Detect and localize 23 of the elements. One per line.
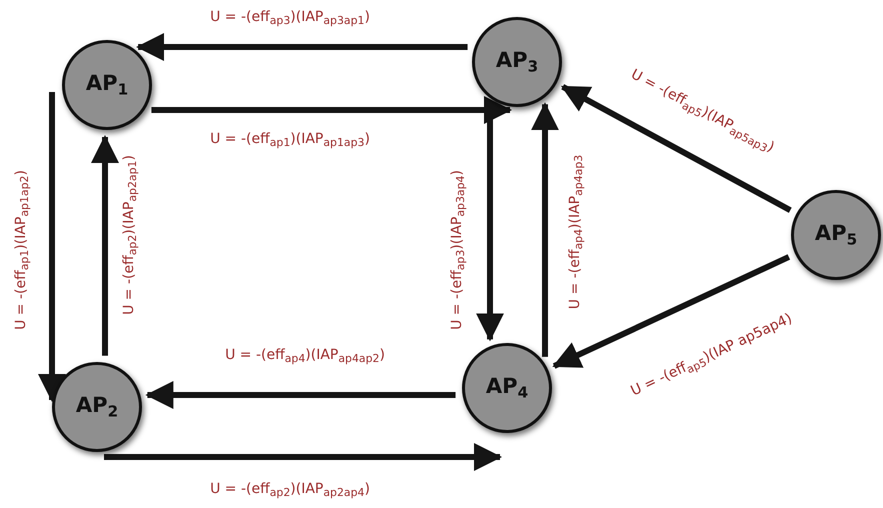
arrow xyxy=(151,96,512,124)
node-label: AP$_{2}$ xyxy=(76,393,118,421)
arrow xyxy=(560,84,792,213)
arrow xyxy=(531,102,559,357)
arrow xyxy=(38,92,66,402)
node-label: AP$_{3}$ xyxy=(496,48,538,76)
arrow xyxy=(136,33,468,61)
edge-label: U = -(eff$_{ap4}$)(IAP$_{ap4ap2}$) xyxy=(225,346,385,366)
edge-label: U = -(eff$_{ap1}$)(IAP$_{ap1ap3}$) xyxy=(210,130,370,150)
node-circle xyxy=(462,343,552,433)
node-label: AP$_{5}$ xyxy=(814,221,858,249)
node-label: AP$_{1}$ xyxy=(86,71,128,99)
node-circle xyxy=(52,362,142,452)
node-circle xyxy=(472,17,562,107)
arrow xyxy=(91,134,119,356)
arrow xyxy=(145,381,456,409)
node-label: AP$_{4}$ xyxy=(486,374,528,402)
node-circle xyxy=(62,40,152,130)
edge-label: U = -(eff$_{ap2}$)(IAP$_{ap2ap4}$) xyxy=(210,480,370,500)
arrow xyxy=(552,254,790,369)
edge-label: U = -(eff$_{ap3}$)(IAP$_{ap3ap1}$) xyxy=(210,8,370,28)
arrow xyxy=(104,443,502,471)
node-circle xyxy=(791,190,881,280)
